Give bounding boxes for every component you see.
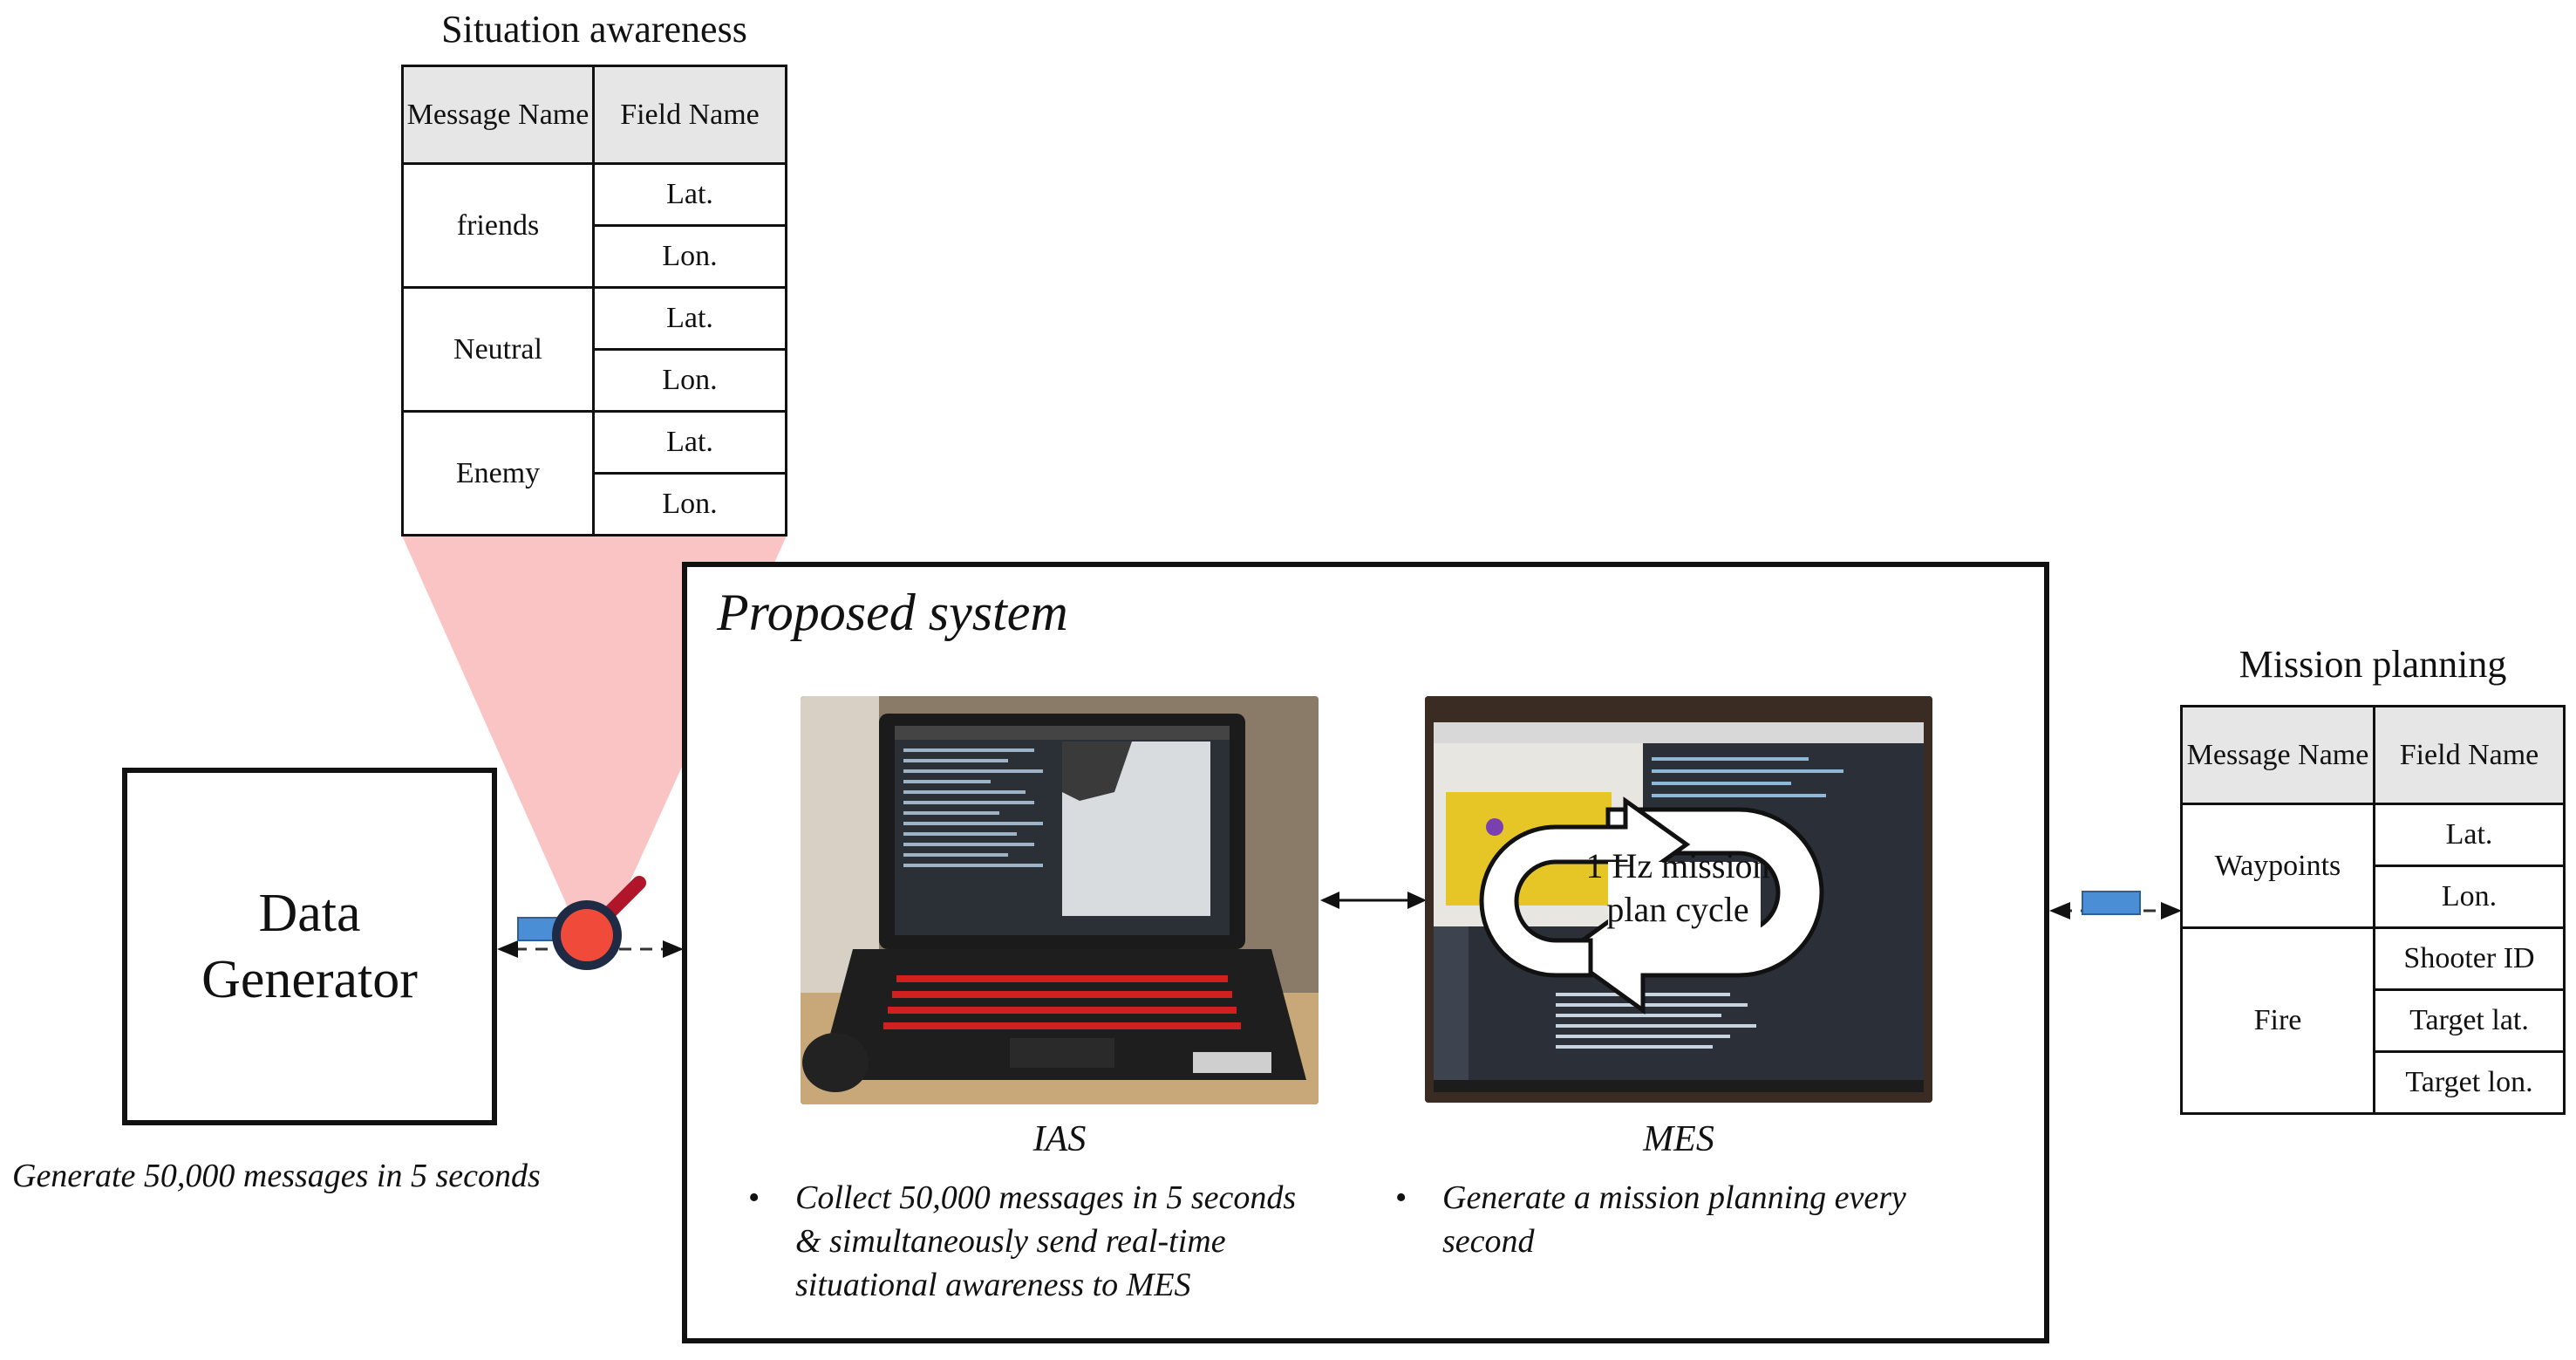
- ias-laptop-photo: [801, 696, 1319, 1104]
- data-generator-label-line1: Data: [258, 884, 361, 943]
- data-generator-label-line2: Generator: [201, 950, 418, 1009]
- mp-field: Target lon.: [2373, 1050, 2566, 1115]
- data-generator-box: Data Generator: [122, 768, 497, 1125]
- data-generator-caption: Generate 50,000 messages in 5 seconds: [12, 1158, 541, 1194]
- mp-header-field-name: Field Name: [2373, 705, 2566, 805]
- sa-field: Lat.: [592, 286, 787, 351]
- ias-label: IAS: [1032, 1119, 1087, 1159]
- proposed-system-title: Proposed system: [717, 584, 1068, 641]
- mp-field: Lat.: [2373, 803, 2566, 867]
- cycle-arrows-icon: [1479, 796, 1824, 1015]
- mes-bullet: • Generate a mission planning every seco…: [1390, 1176, 2000, 1263]
- mp-field: Shooter ID: [2373, 926, 2566, 991]
- bullet-dot: •: [1395, 1179, 1407, 1216]
- sa-header-message-name: Message Name: [401, 65, 595, 165]
- ias-bullet-line3: situational awareness to MES: [795, 1267, 1191, 1303]
- sa-header-field-name: Field Name: [592, 65, 787, 165]
- sa-field: Lon.: [592, 224, 787, 289]
- magnifier-icon: [552, 876, 646, 970]
- sa-message-enemy: Enemy: [401, 410, 595, 536]
- sa-field: Lon.: [592, 348, 787, 413]
- mes-bullet-line1: • Generate a mission planning every: [1390, 1176, 2000, 1220]
- sa-field: Lat.: [592, 162, 787, 227]
- bullet-dot: •: [748, 1179, 760, 1216]
- mp-message-fire: Fire: [2180, 926, 2375, 1115]
- mes-cycle-line2: plan cycle: [1606, 890, 1749, 929]
- mp-message-waypoints: Waypoints: [2180, 803, 2375, 929]
- message-packet-icon: [2082, 891, 2141, 915]
- situation-awareness-title: Situation awareness: [441, 8, 747, 51]
- mission-planning-table: Message Name Field Name Waypoints Lat. L…: [2180, 705, 2566, 1115]
- sa-field: Lon.: [592, 472, 787, 536]
- mp-field: Lon.: [2373, 865, 2566, 929]
- ias-bullet: • Collect 50,000 messages in 5 seconds &…: [743, 1176, 1371, 1307]
- ias-bullet-line2: & simultaneously send real-time: [795, 1223, 1226, 1260]
- ias-bullet-line1: • Collect 50,000 messages in 5 seconds: [743, 1176, 1371, 1220]
- mission-planning-title: Mission planning: [2239, 643, 2507, 686]
- sa-message-neutral: Neutral: [401, 286, 595, 413]
- mp-header-message-name: Message Name: [2180, 705, 2375, 805]
- situation-awareness-table: Message Name Field Name friends Lat. Lon…: [401, 65, 787, 536]
- mes-label: MES: [1643, 1119, 1714, 1159]
- mp-field: Target lat.: [2373, 988, 2566, 1053]
- mes-monitor-photo: 1 Hz mission plan cycle: [1425, 696, 1932, 1103]
- mes-cycle-label: 1 Hz mission plan cycle: [1547, 844, 1809, 932]
- mes-bullet-line2: second: [1442, 1223, 1535, 1260]
- sa-message-friends: friends: [401, 162, 595, 289]
- sa-field: Lat.: [592, 410, 787, 475]
- mes-cycle-line1: 1 Hz mission: [1585, 846, 1770, 885]
- laptop-icon: [801, 696, 1319, 1104]
